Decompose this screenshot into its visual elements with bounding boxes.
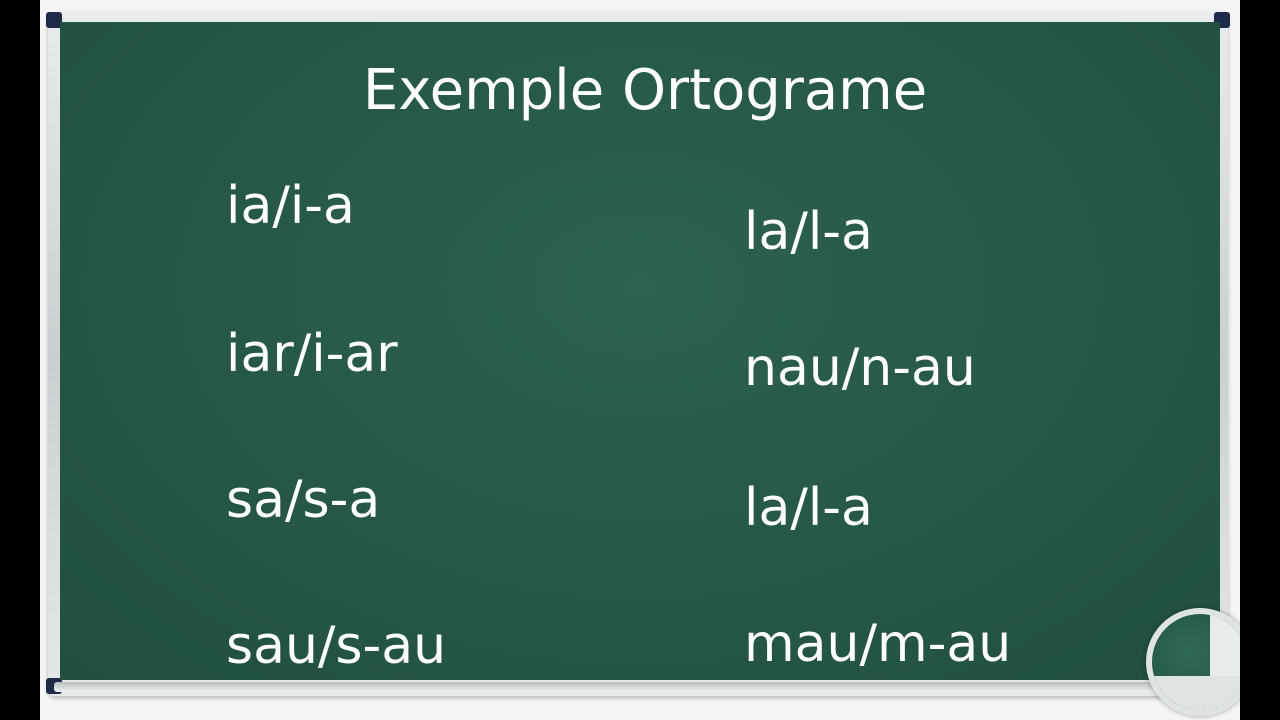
word-right-2: nau/n-au — [744, 338, 976, 398]
word-right-1: la/l-a — [744, 202, 873, 262]
word-left-4: sau/s-au — [226, 616, 447, 676]
frame-corner-top-left — [46, 12, 62, 28]
word-right-4: mau/m-au — [744, 614, 1012, 674]
word-left-3: sa/s-a — [226, 470, 381, 530]
word-left-1: ia/i-a — [226, 176, 355, 236]
video-frame: Exemple Ortograme ia/i-a iar/i-ar sa/s-a… — [40, 0, 1240, 720]
word-left-2: iar/i-ar — [226, 324, 398, 384]
magnifier-tray-edge — [1152, 676, 1240, 710]
word-right-3: la/l-a — [744, 478, 873, 538]
board-title: Exemple Ortograme — [362, 58, 928, 123]
chalk-tray — [54, 682, 1226, 692]
magnifier-icon[interactable] — [1146, 608, 1240, 716]
chalkboard: Exemple Ortograme ia/i-a iar/i-ar sa/s-a… — [60, 22, 1220, 680]
